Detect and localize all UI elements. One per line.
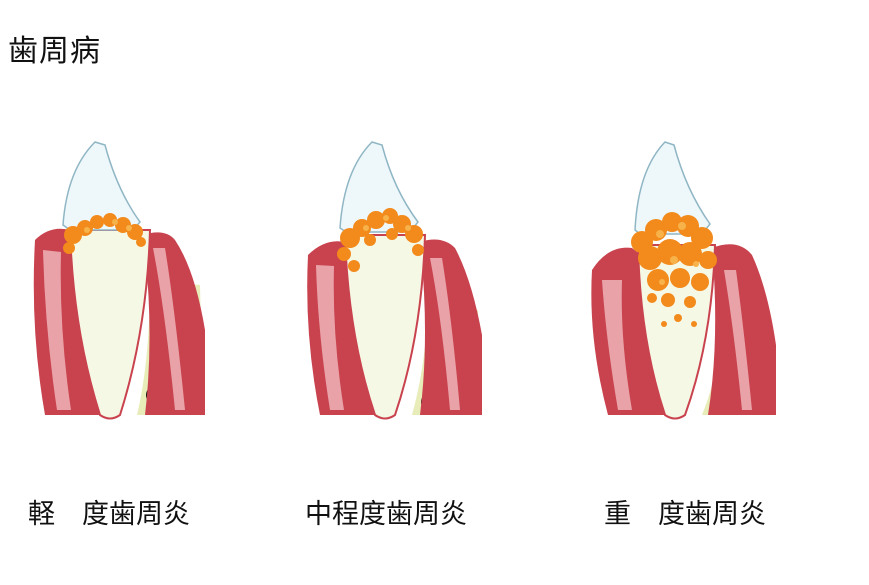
severe-periodontitis-diagram bbox=[591, 141, 776, 420]
page-title: 歯周病 bbox=[8, 34, 101, 69]
tooth-crown bbox=[634, 141, 711, 235]
tooth-illustration-severe bbox=[590, 130, 800, 440]
stage-label-mild: 軽 度歯周炎 bbox=[28, 499, 190, 530]
tartar-deposit bbox=[631, 212, 717, 327]
tooth-crown bbox=[339, 141, 419, 233]
tooth-illustration-moderate bbox=[300, 130, 510, 440]
moderate-periodontitis-diagram bbox=[307, 141, 482, 420]
stage-label-severe: 重 度歯周炎 bbox=[604, 499, 766, 530]
mild-periodontitis-diagram bbox=[33, 141, 205, 420]
tooth-root bbox=[343, 234, 427, 420]
tooth-illustration-mild bbox=[25, 130, 235, 440]
tooth-root bbox=[68, 229, 152, 420]
stage-label-moderate: 中程度歯周炎 bbox=[305, 499, 467, 530]
tooth-crown bbox=[62, 141, 141, 231]
